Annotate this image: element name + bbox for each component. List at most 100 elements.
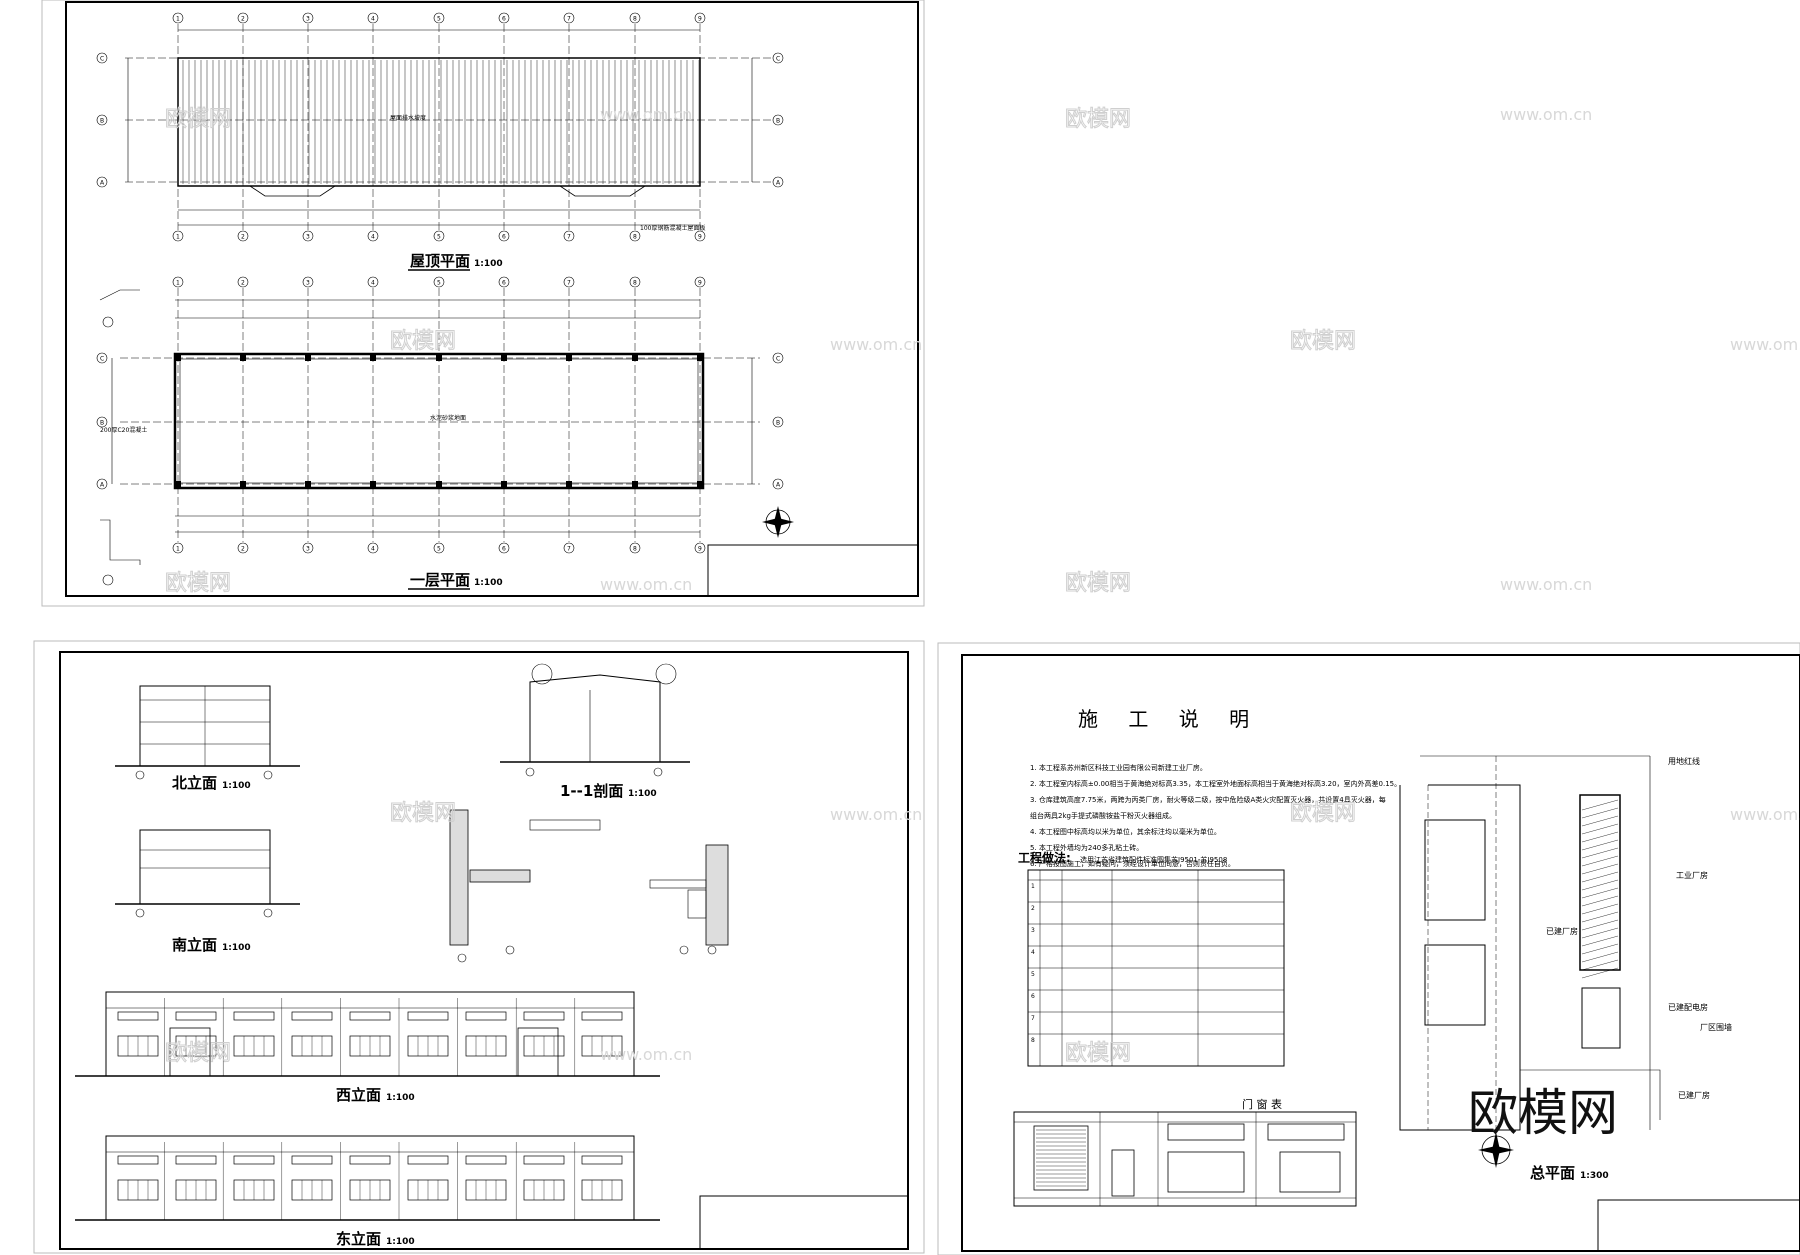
grid-letter: A [100,482,105,489]
grid-number: 8 [633,234,637,241]
grid-number: 2 [241,280,245,287]
grid-bubble [563,276,575,288]
grid-bubble [772,52,784,64]
floor-plan-title: 一层平面 [410,571,470,589]
note-line: 6. 严格按图施工，如有疑问，须经设计单位同意，否则责任自负。 [1030,859,1235,868]
note-line: 5. 本工程外墙均为240多孔粘土砖。 [1030,843,1143,852]
site-label: 厂区围墙 [1700,1022,1732,1032]
grid-bubble [172,230,184,242]
grid-bubble [563,542,575,554]
grid-bubble [237,542,249,554]
grid-bubble [367,542,379,554]
grid-letter: C [776,356,780,363]
grid-number: 6 [502,546,506,553]
construction-notes: 1. 本工程系苏州新区科技工业园有限公司新建工业厂房。2. 本工程室内标高±0.… [1030,763,1401,868]
grid-bubble [498,12,510,24]
grid-number: 8 [633,280,637,287]
grid-bubble [96,478,108,490]
note-line: 组台两具2kg手提式磷酸铵盐干粉灭火器组成。 [1030,811,1176,820]
watermark-url: www.om.cn [830,805,922,824]
grid-bubble [629,542,641,554]
watermarks: 欧模网欧模网欧模网欧模网欧模网欧模网欧模网欧模网欧模网欧模网www.om.cnw… [165,105,1800,1142]
west-elevation-scale: 1:100 [386,1093,415,1103]
grid-number: 5 [437,280,441,287]
grid-letter: A [100,180,105,187]
grid-number: 3 [306,234,310,241]
grid-number: 5 [437,16,441,23]
table-row-number: 8 [1031,1037,1035,1044]
grid-bubble [302,230,314,242]
door-table-title: 门 窗 表 [1242,1097,1282,1111]
site-label: 已建厂房 [1546,926,1578,936]
grid-bubble [563,12,575,24]
grid-number: 5 [437,234,441,241]
grid-number: 7 [567,16,571,23]
grid-letter: A [776,180,781,187]
grid-bubble [433,230,445,242]
grid-bubble [629,230,641,242]
grid-number: 4 [371,16,375,23]
wall-details [449,809,729,963]
watermark-url: www.om.cn [600,105,692,124]
site-plan-scale: 1:300 [1580,1171,1609,1181]
grid-bubble [237,12,249,24]
grid-bubble [237,230,249,242]
grid-number: 7 [567,280,571,287]
practice-title: 工程做法: [1018,850,1071,865]
grid-bubble [498,230,510,242]
grid-bubble [302,12,314,24]
grid-bubble [367,230,379,242]
grid-number: 9 [698,280,702,287]
watermark-brand: 欧模网 [1290,329,1356,354]
grid-number: 2 [241,546,245,553]
grid-number: 1 [176,546,180,553]
grid-bubble [772,114,784,126]
grid-bubble [694,12,706,24]
grid-bubble [237,276,249,288]
grid-number: 9 [698,16,702,23]
grid-bubble [433,276,445,288]
grid-number: 1 [176,234,180,241]
grid-number: 4 [371,546,375,553]
sheet-2: 北立面 1:100 南立面 1:100 1--1剖面 1:100 [33,640,925,1254]
grid-number: 3 [306,16,310,23]
grid-bubble [433,542,445,554]
watermark-brand: 欧模网 [165,107,231,132]
grid-bubble [772,176,784,188]
grid-bubble [772,416,784,428]
table-row-number: 3 [1031,927,1035,934]
grid-bubble [367,276,379,288]
grid-bubble [172,542,184,554]
watermark-url: www.om.cn [600,1045,692,1064]
door-window-table [1013,1111,1357,1207]
watermark-url: www.om.cn [1500,575,1592,594]
watermark-url: www.om.cn [600,575,692,594]
section-scale: 1:100 [628,789,657,799]
watermark-url: www.om.cn [1730,805,1800,824]
grid-bubble [694,276,706,288]
grid-number: 2 [241,16,245,23]
grid-letter: C [776,56,780,63]
grid-letter: B [100,420,104,427]
grid-number: 9 [698,234,702,241]
grid-number: 6 [502,234,506,241]
grid-bubble [563,230,575,242]
grid-number: 1 [176,280,180,287]
west-elevation-title: 西立面 [336,1086,381,1104]
grid-bubble [96,52,108,64]
south-elevation-scale: 1:100 [222,943,251,953]
svg-text:水泥砂浆地面: 水泥砂浆地面 [430,414,466,422]
grid-bubble [367,12,379,24]
grid-letter: C [100,356,104,363]
svg-text:100厚钢筋混凝土屋面板: 100厚钢筋混凝土屋面板 [640,224,705,232]
grid-number: 4 [371,280,375,287]
site-label: 用地红线 [1668,756,1700,766]
grid-bubble [172,12,184,24]
grid-bubble [433,12,445,24]
grid-letter: A [776,482,781,489]
grid-number: 7 [567,546,571,553]
